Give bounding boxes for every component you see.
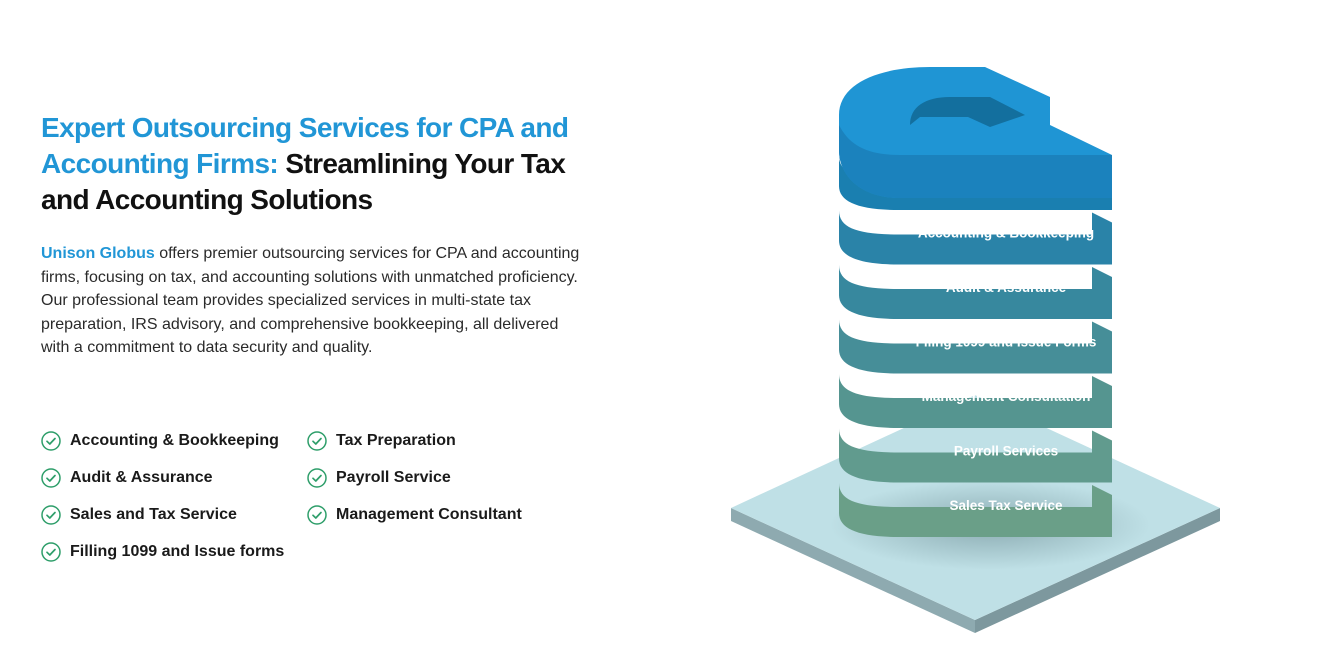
stack-layer-band [839, 483, 1112, 537]
check-circle-icon [307, 431, 327, 451]
logo-cap-front [839, 125, 1112, 198]
feature-item: Accounting & Bookkeeping [41, 430, 307, 452]
check-circle-icon [307, 468, 327, 488]
stack-layer-band [839, 374, 1112, 428]
check-circle-icon [41, 431, 61, 451]
stack-layer: Audit & Assurance [839, 265, 1112, 319]
feature-item: Tax Preparation [307, 430, 587, 452]
feature-label: Payroll Service [336, 469, 451, 486]
check-circle-icon [41, 505, 61, 525]
page-title: Expert Outsourcing Services for CPA and … [41, 110, 601, 218]
check-circle-icon [41, 468, 61, 488]
feature-label: Filling 1099 and Issue forms [70, 543, 285, 560]
title-rest: Streamlining Your Tax and Accounting Sol… [41, 148, 566, 215]
feature-list: Accounting & Bookkeeping Tax Preparation… [41, 430, 601, 563]
stack-layer-label: Management Consultation [922, 389, 1091, 404]
feature-label: Audit & Assurance [70, 469, 213, 486]
stack-layer: Payroll Services [839, 428, 1112, 483]
stack-layer-label: Sales Tax Service [949, 498, 1063, 513]
feature-label: Sales and Tax Service [70, 506, 237, 523]
services-stack-graphic: Sales Tax Service Payroll Services Managem… [720, 55, 1240, 645]
feature-item: Payroll Service [307, 467, 587, 489]
description-text: offers premier outsourcing services for … [41, 245, 580, 357]
feature-item: Management Consultant [307, 504, 587, 526]
stack-layer: Management Consultation [839, 374, 1112, 428]
title-highlight: Expert Outsourcing Services for CPA and … [41, 112, 569, 179]
description: Unison Globus offers premier outsourcing… [41, 242, 581, 360]
feature-item: Sales and Tax Service [41, 504, 307, 526]
feature-item: Audit & Assurance [41, 467, 307, 489]
feature-label: Accounting & Bookkeeping [70, 432, 279, 449]
feature-label: Tax Preparation [336, 432, 456, 449]
base-platform-side-right [975, 508, 1220, 633]
check-circle-icon [307, 505, 327, 525]
stack-layer-label: Accounting & Bookkeeping [918, 226, 1094, 241]
base-platform-side-left [731, 508, 975, 633]
stack-layers: Sales Tax Service Payroll Services Managem… [839, 156, 1112, 537]
intro-section: Expert Outsourcing Services for CPA and … [41, 110, 601, 360]
logo-cap [839, 67, 1112, 198]
stack-layer-band [839, 265, 1112, 319]
stack-layer-label: Filing 1099 and Issue Forms [916, 335, 1097, 350]
stack-layer: Sales Tax Service [839, 483, 1112, 537]
stack-layer: Accounting & Bookkeeping [839, 210, 1112, 265]
stack-layer-band [839, 319, 1112, 374]
check-circle-icon [41, 542, 61, 562]
logo-cap-notch [910, 97, 1025, 127]
brand-link[interactable]: Unison Globus [41, 245, 155, 262]
stack-layer-label: Payroll Services [954, 444, 1058, 459]
feature-label: Management Consultant [336, 506, 522, 523]
stack-layer: Filing 1099 and Issue Forms [839, 319, 1112, 374]
services-stack-illustration: Sales Tax Service Payroll Services Managem… [731, 67, 1220, 633]
stack-layer-band [839, 428, 1112, 483]
feature-item: Filling 1099 and Issue forms [41, 541, 307, 563]
stack-layer-label: Audit & Assurance [946, 280, 1067, 295]
stack-layer-band [839, 210, 1112, 265]
